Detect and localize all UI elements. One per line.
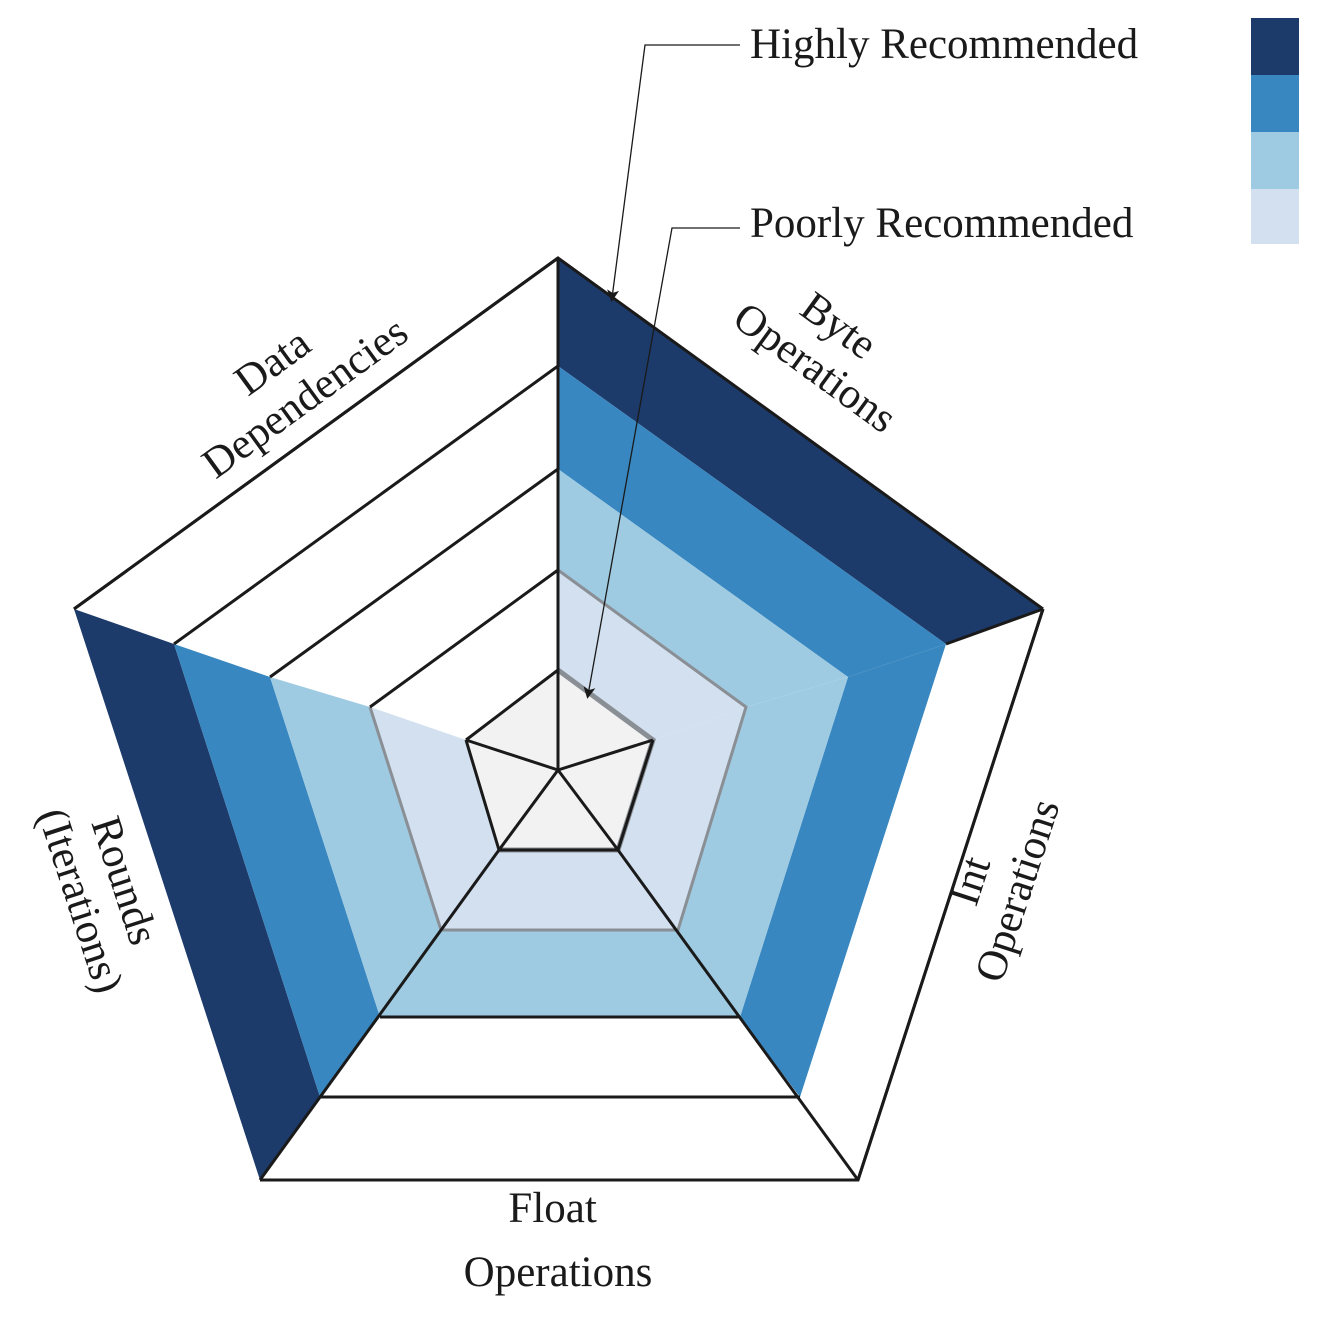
band-rounds-level2 <box>370 707 499 930</box>
band-byte-level5 <box>558 258 1043 644</box>
legend-poorly-recommended: Poorly Recommended <box>750 200 1133 247</box>
ring-level1 <box>465 668 559 742</box>
legend-highly-recommended: Highly Recommended <box>750 21 1138 68</box>
spoke-bottom-right <box>556 769 620 851</box>
ring-dd-2 <box>369 568 559 709</box>
band-byte-level4 <box>558 366 946 677</box>
ring-level1-rest <box>464 739 655 852</box>
band-rounds-level3 <box>270 677 441 1017</box>
legend-swatch-2 <box>1251 75 1299 132</box>
ring-dd-4 <box>173 364 559 646</box>
ring-dd-3 <box>269 467 559 679</box>
ring-dd-5 <box>73 256 559 611</box>
spoke-right-outer-white <box>856 608 1045 1181</box>
band-byte-level2 <box>558 570 746 740</box>
axis-label-data-dependencies: Data Dependencies <box>166 269 417 488</box>
spoke-right-outer <box>945 607 1044 646</box>
spoke-left <box>465 738 559 772</box>
spoke-bottom-left <box>497 769 560 851</box>
legend-swatch-3 <box>1251 132 1299 189</box>
spoke-bottom-right-outer <box>616 849 860 1181</box>
band-rounds-level5 <box>74 609 320 1180</box>
spoke-bottom-left-outer <box>258 849 501 1181</box>
leader-highly-recommended <box>607 44 740 302</box>
band-float-level2 <box>441 850 678 930</box>
legend-swatch-1 <box>1251 18 1299 75</box>
band-rounds-level4 <box>174 644 380 1097</box>
axis-label-float: Float Operations <box>464 1185 653 1296</box>
band-int-level2 <box>618 707 746 930</box>
band-int-level4 <box>740 644 946 1097</box>
leader-poorly-recommended <box>583 227 740 699</box>
spoke-right <box>557 738 654 772</box>
axis-label-int: Int Operations <box>921 779 1070 988</box>
band-float-level3 <box>380 930 740 1017</box>
legend-swatch-4 <box>1251 189 1299 244</box>
band-byte-level3 <box>558 469 848 707</box>
band-int-level3 <box>678 677 848 1017</box>
